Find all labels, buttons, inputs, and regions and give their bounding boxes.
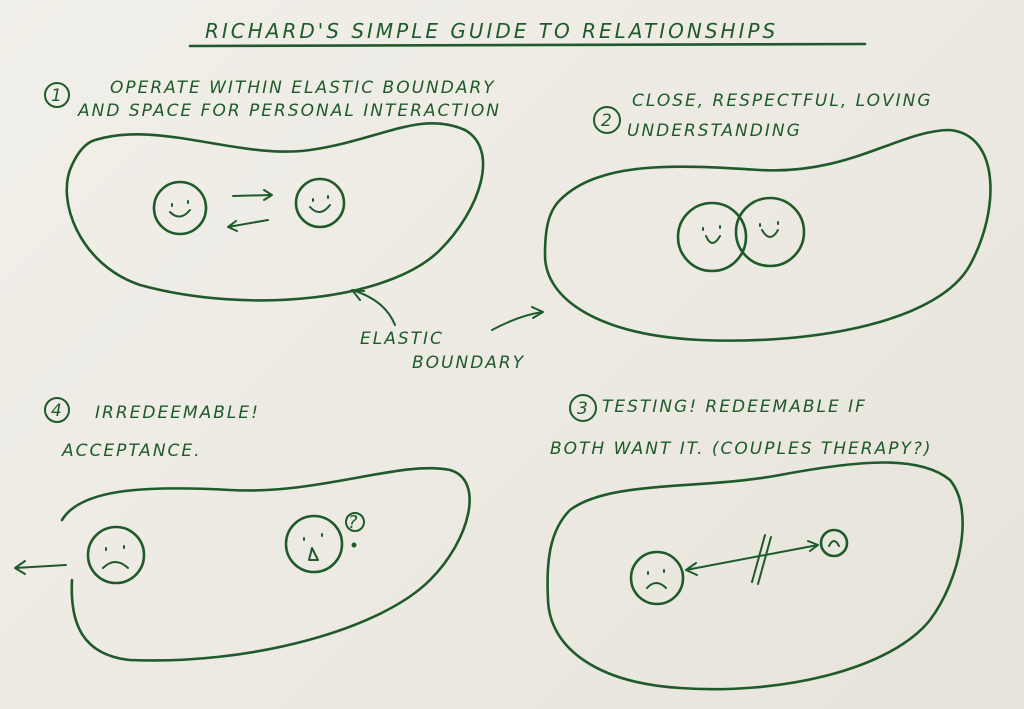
section-2: 2 CLOSE, RESPECTFUL, LOVING UNDERSTANDIN…: [543, 91, 992, 342]
section-number: 3: [577, 399, 590, 419]
small-face: [819, 528, 849, 558]
section-text-line: UNDERSTANDING: [627, 121, 802, 141]
number-circle: [593, 106, 621, 134]
confused-face: [284, 514, 344, 574]
sad-face: [86, 525, 146, 585]
happy-face: [294, 177, 346, 229]
section-1: 1 OPERATE WITHIN ELASTIC BOUNDARY AND SP…: [44, 78, 501, 302]
number-circle: [44, 82, 70, 108]
question-mark: ?: [348, 512, 360, 533]
pointer-arrow-icon: [491, 306, 544, 331]
elastic-boundary: [543, 128, 992, 342]
section-text-line: AND SPACE FOR PERSONAL INTERACTION: [77, 101, 501, 121]
section-text-line: IRREDEEMABLE!: [95, 403, 260, 423]
arrow-left-icon: [227, 219, 269, 232]
elastic-boundary: [60, 466, 471, 662]
face-overlapping: [734, 196, 806, 268]
elastic-boundary-label: ELASTIC BOUNDARY: [351, 289, 544, 373]
label-line: ELASTIC: [360, 329, 444, 349]
elastic-boundary: [65, 122, 485, 302]
block-mark: [751, 534, 772, 585]
section-text-line: TESTING! REDEEMABLE IF: [602, 397, 867, 417]
two-way-arrow-icon: [685, 540, 819, 576]
number-circle: [569, 394, 597, 422]
section-text-line: BOTH WANT IT. (COUPLES THERAPY?): [550, 439, 933, 459]
section-3: 3 TESTING! REDEEMABLE IF BOTH WANT IT. (…: [546, 394, 964, 691]
arrow-leaving-icon: [14, 560, 67, 575]
number-circle: [44, 397, 70, 423]
title-underline: [188, 42, 867, 48]
pointer-arrow-icon: [351, 289, 396, 326]
title: RICHARD'S SIMPLE GUIDE TO RELATIONSHIPS: [205, 19, 778, 43]
sad-face: [629, 550, 685, 606]
elastic-boundary: [546, 461, 964, 691]
arrow-right-icon: [232, 189, 273, 201]
face-overlapping: [676, 201, 748, 273]
section-text-line: OPERATE WITHIN ELASTIC BOUNDARY: [110, 78, 496, 98]
section-number: 2: [601, 111, 614, 131]
label-line: BOUNDARY: [412, 353, 525, 373]
happy-face: [152, 180, 208, 236]
section-text-line: ACCEPTANCE.: [61, 441, 202, 461]
section-text-line: CLOSE, RESPECTFUL, LOVING: [632, 91, 933, 111]
section-number: 1: [51, 86, 64, 106]
section-number: 4: [51, 401, 64, 421]
section-4: 4 IRREDEEMABLE! ACCEPTANCE. ?: [14, 397, 471, 662]
